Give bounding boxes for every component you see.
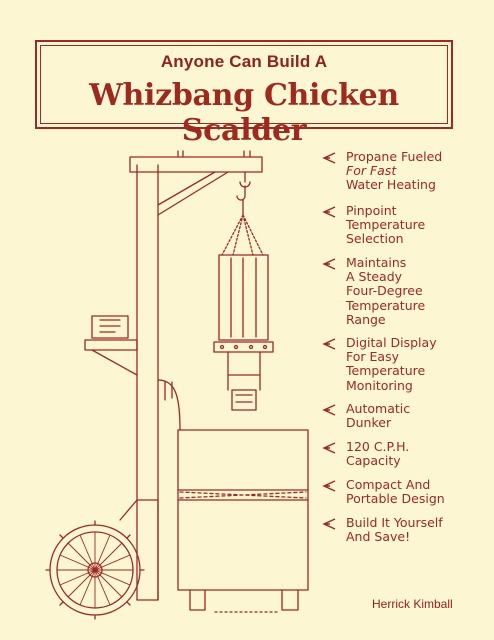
arrow-bullet-icon bbox=[322, 258, 336, 270]
feature-line: Pinpoint bbox=[346, 203, 397, 218]
feature-line: Maintains bbox=[346, 255, 407, 270]
feature-line: A Steady bbox=[346, 269, 403, 285]
feature-line: Dunker bbox=[346, 415, 392, 431]
feature-line: For Fast bbox=[346, 163, 397, 179]
arrow-bullet-icon bbox=[322, 518, 336, 530]
feature-line: Selection bbox=[346, 231, 404, 247]
feature-line: Propane Fueled bbox=[346, 149, 443, 164]
arrow-bullet-icon bbox=[322, 206, 336, 218]
feature-line: Compact And bbox=[346, 477, 431, 492]
feature-line: Range bbox=[346, 311, 386, 327]
feature-line: Automatic bbox=[346, 401, 411, 416]
feature-line: Water Heating bbox=[346, 177, 436, 193]
title-box: Anyone Can Build A Whizbang Chicken Scal… bbox=[35, 40, 453, 148]
feature-line: Temperature bbox=[346, 363, 426, 379]
arrow-bullet-icon bbox=[322, 442, 336, 454]
arrow-bullet-icon bbox=[322, 152, 336, 164]
feature-line: Portable Design bbox=[346, 491, 445, 507]
feature-line: Digital Display bbox=[346, 335, 437, 350]
arrow-bullet-icon bbox=[322, 480, 336, 492]
feature-line: Temperature bbox=[346, 217, 426, 233]
author-name: Herrick Kimball bbox=[372, 597, 453, 611]
feature-line: 120 C.P.H. bbox=[346, 439, 410, 454]
feature-line: Four-Degree bbox=[346, 283, 423, 299]
arrow-bullet-icon bbox=[322, 404, 336, 416]
feature-line: Monitoring bbox=[346, 377, 413, 393]
feature-line: Temperature bbox=[346, 297, 426, 313]
feature-line: Capacity bbox=[346, 453, 401, 469]
feature-line: Build It Yourself bbox=[346, 515, 443, 530]
arrow-bullet-icon bbox=[322, 338, 336, 350]
feature-line: And Save! bbox=[346, 529, 411, 545]
feature-line: For Easy bbox=[346, 349, 399, 365]
